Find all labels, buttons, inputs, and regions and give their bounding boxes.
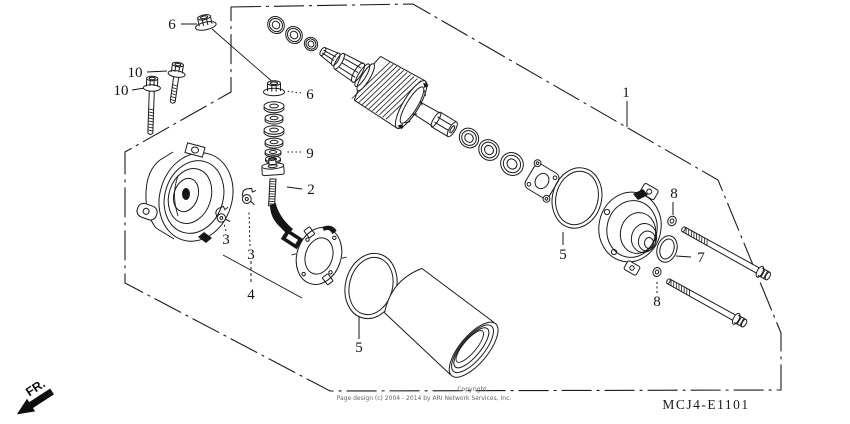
front-housing-drawing	[598, 183, 662, 276]
clip-ring-lower-drawing	[652, 267, 662, 277]
copyright-line: Page design (c) 2004 - 2014 by ARI Netwo…	[337, 395, 512, 402]
callout-1[interactable]: 1	[622, 85, 630, 101]
o-ring-right-drawing	[551, 167, 603, 229]
callout-5b[interactable]: 5	[559, 247, 567, 263]
assembly-boundary	[124, 3, 782, 392]
callout-9[interactable]: 9	[306, 146, 314, 162]
brush-holder-plate-drawing	[291, 225, 347, 286]
retainer-plate-drawing	[524, 159, 560, 203]
flange-bolt-lower-drawing	[142, 75, 161, 135]
o-ring-small-drawing	[656, 235, 678, 263]
armature-drawing	[319, 46, 458, 138]
motor-case-drawing	[384, 267, 499, 378]
through-bolt-lower-drawing	[666, 278, 748, 328]
terminal-stack-drawing	[261, 80, 304, 250]
callout-5a[interactable]: 5	[355, 340, 363, 356]
fr-arrow-icon	[16, 388, 54, 415]
brush-spring-a-drawing	[215, 205, 231, 223]
through-bolt-upper-drawing	[681, 226, 772, 281]
callout-4[interactable]: 4	[247, 287, 255, 303]
callout-8a[interactable]: 8	[670, 186, 678, 202]
callout-labels: 1 2 3 3 4 5 5 6 6 7 8 8 9 10 10	[114, 17, 706, 356]
flange-bolt-upper-drawing	[167, 61, 186, 104]
callout-7[interactable]: 7	[697, 250, 705, 266]
callout-10b[interactable]: 10	[114, 83, 129, 99]
clip-ring-upper-drawing	[667, 215, 677, 227]
callout-2[interactable]: 2	[307, 182, 315, 198]
callout-8b[interactable]: 8	[653, 294, 661, 310]
callout-6b[interactable]: 6	[306, 87, 314, 103]
callout-10a[interactable]: 10	[128, 65, 143, 81]
brush-spring-b-drawing	[241, 187, 257, 206]
rear-cover-drawing	[136, 142, 234, 243]
terminal-nut-drawing	[195, 14, 217, 31]
callout-3b[interactable]: 3	[247, 247, 255, 263]
callout-3a[interactable]: 3	[222, 232, 230, 248]
leader-lines	[131, 23, 692, 339]
copyright-word: Copyright	[457, 386, 487, 393]
fr-direction-indicator: FR.	[16, 377, 54, 415]
plate-code: MCJ4-E1101	[662, 397, 749, 412]
shaft-washers-left-drawing	[267, 15, 319, 52]
shaft-washers-right-drawing	[458, 127, 524, 176]
callout-6a[interactable]: 6	[168, 17, 176, 33]
